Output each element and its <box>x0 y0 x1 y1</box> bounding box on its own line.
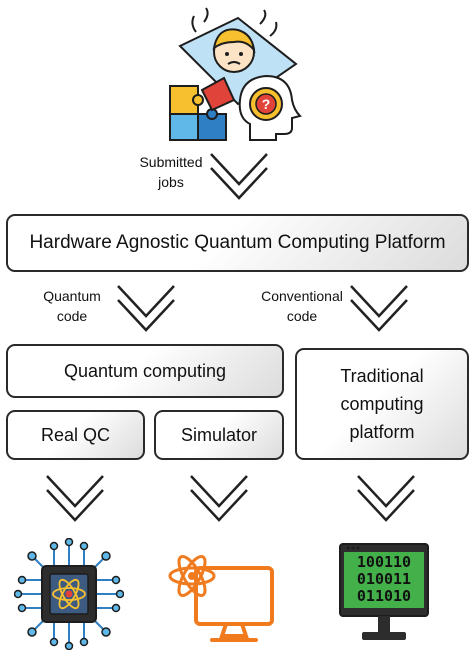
simulator-label: Simulator <box>180 424 258 445</box>
chevron-down-icon <box>46 475 104 522</box>
conventional-code-line: Conventional <box>261 288 343 304</box>
binary-row: 010011 <box>356 570 412 588</box>
submitted-jobs-label: Submitted jobs <box>126 152 216 192</box>
binary-row: 100110 <box>356 553 412 571</box>
code-line: code <box>286 308 318 324</box>
platform-title: Hardware Agnostic Quantum Computing Plat… <box>29 232 446 253</box>
jobs-label-line: jobs <box>158 174 184 190</box>
submitted-label-line: Submitted <box>139 154 203 170</box>
svg-text:?: ? <box>262 96 271 112</box>
computing-line: computing <box>340 394 424 414</box>
quantum-computing-box: Quantum computing <box>6 344 284 398</box>
quantum-computing-label: Quantum computing <box>63 360 227 381</box>
quantum-code-line: Quantum <box>43 288 101 304</box>
binary-monitor-icon: 100110 010011 011010 <box>338 542 430 646</box>
chevron-down-icon <box>210 153 268 200</box>
chevron-down-icon <box>350 285 408 332</box>
chevron-down-icon <box>190 475 248 522</box>
traditional-line: Traditional <box>340 366 424 386</box>
code-line: code <box>56 308 88 324</box>
conventional-code-label: Conventional code <box>250 286 354 326</box>
traditional-platform-box: Traditional computing platform <box>295 348 469 460</box>
user-puzzle-thinking-icon: ? <box>169 7 302 141</box>
monitor-frame-icon <box>339 543 429 640</box>
simulator-box: Simulator <box>154 410 284 460</box>
platform-line: platform <box>349 422 415 442</box>
binary-text: 100110 010011 011010 <box>344 554 424 605</box>
atom-monitor-icon <box>168 555 274 642</box>
platform-box: Hardware Agnostic Quantum Computing Plat… <box>6 214 469 272</box>
real-qc-box: Real QC <box>6 410 145 460</box>
quantum-code-label: Quantum code <box>36 286 108 326</box>
quantum-chip-icon <box>14 538 124 650</box>
chevron-down-icon <box>357 475 415 522</box>
chevron-down-icon <box>117 285 175 332</box>
real-qc-label: Real QC <box>40 424 111 445</box>
binary-row: 011010 <box>356 587 412 605</box>
